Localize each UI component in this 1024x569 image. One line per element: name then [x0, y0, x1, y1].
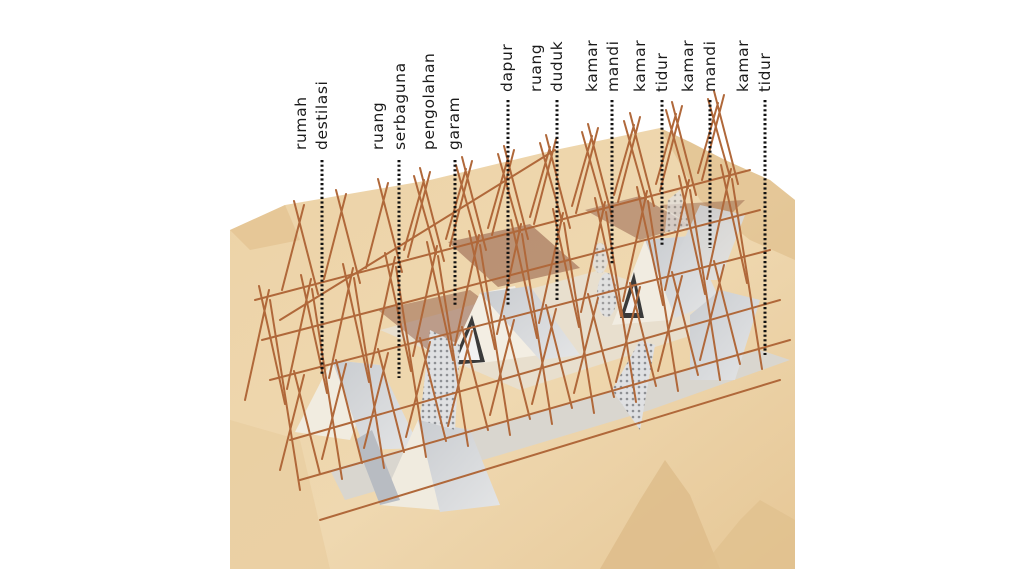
label-destilasi: destilasi	[313, 80, 331, 150]
label-duduk: duduk	[548, 40, 566, 92]
label-ruang-2: ruang	[527, 43, 545, 92]
leader-lines	[320, 100, 767, 378]
label-mandi-2: mandi	[701, 40, 719, 92]
label-tidur-2: tidur	[756, 52, 774, 92]
label-kamar-3: kamar	[679, 39, 697, 92]
label-tidur-1: tidur	[653, 52, 671, 92]
label-garam: garam	[445, 96, 463, 150]
label-serbaguna: serbaguna	[391, 62, 409, 150]
label-kamar-4: kamar	[734, 39, 752, 92]
label-mandi-1: mandi	[604, 40, 622, 92]
label-dapur: dapur	[498, 43, 516, 92]
label-pengolahan: pengolahan	[420, 52, 438, 150]
label-kamar-2: kamar	[631, 39, 649, 92]
label-ruang-1: ruang	[369, 101, 387, 150]
label-kamar-1: kamar	[583, 39, 601, 92]
label-rumah: rumah	[292, 96, 310, 150]
